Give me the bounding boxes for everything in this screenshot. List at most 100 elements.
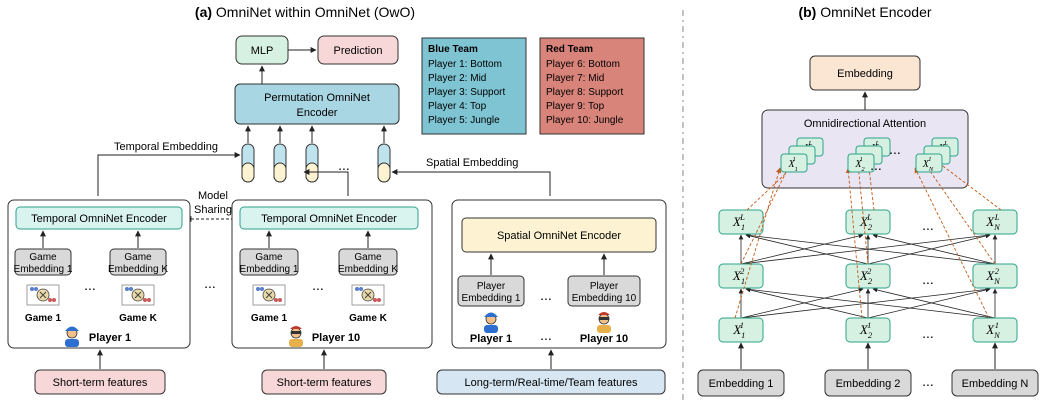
player-ellipsis: ...: [540, 327, 552, 343]
encoder-ellipsis: ...: [922, 325, 934, 341]
game-ellipsis: ...: [84, 277, 96, 293]
prediction-box: [317, 35, 399, 65]
encoder-embedding-top: [809, 55, 921, 91]
attention-arrow: [934, 159, 1002, 211]
blue-team-player: Player 5: Jungle: [428, 115, 500, 126]
game-label: Game K: [119, 313, 158, 324]
model-sharing-label: Model: [198, 190, 228, 202]
embedding-pill: [273, 125, 287, 183]
attention-arrow: [924, 163, 996, 265]
game-icon: [26, 284, 60, 306]
red-team-player: Player 7: Mid: [546, 73, 604, 84]
game-embedding-label: Game: [124, 252, 152, 263]
prediction-label: Prediction: [334, 45, 383, 57]
game-embedding-label: Game: [354, 252, 382, 263]
pill-ellipsis: ...: [338, 157, 350, 173]
long-term-features-box: [436, 369, 666, 395]
right-title: (b) OmniNet Encoder: [798, 4, 931, 20]
layer-connection: [745, 287, 869, 319]
permutation-encoder-line1: Permutation OmniNet: [264, 92, 370, 104]
game-label: Game K: [349, 313, 388, 324]
player-10-label: Player 10: [312, 332, 360, 344]
game-embedding-label: Game: [255, 252, 283, 263]
game-icon: [121, 284, 155, 306]
encoder-ellipsis: ...: [922, 217, 934, 233]
player-1-label: Player 1: [89, 332, 131, 344]
permutation-encoder-line2: Encoder: [297, 107, 338, 119]
encoder-input-label: Embedding N: [962, 378, 1029, 390]
panel-ellipsis: ...: [204, 275, 216, 291]
layer-connection: [745, 233, 996, 265]
x-node-label: XN1: [922, 156, 934, 173]
x-node-label: X21: [859, 320, 873, 340]
game-embedding-label: Embedding K: [108, 264, 168, 275]
temporal-embedding-arrow-1: [97, 152, 241, 196]
encoder-ellipsis: ...: [922, 271, 934, 287]
attention-arrow: [845, 167, 863, 319]
game-ellipsis: ...: [312, 277, 324, 293]
game-icon: [252, 284, 286, 306]
player-embedding-ellipsis: ...: [540, 287, 552, 303]
spatial-panel: Spatial OmniNet Encoder Player Embedding…: [451, 199, 667, 349]
red-team-box: Red Team Player 6: Bottom Player 7: Mid …: [539, 37, 645, 135]
temporal-encoder-label: Temporal OmniNet Encoder: [261, 213, 397, 225]
x-node-label: X21: [854, 156, 865, 173]
omnidirectional-attention-label: Omnidirectional Attention: [804, 118, 926, 130]
x-node: [718, 317, 764, 343]
temporal-embedding-arrow-2: [303, 169, 349, 196]
embedding-pill: [241, 125, 255, 183]
layer-connection: [740, 287, 864, 319]
encoder-grid: X11X21XN1X12X22XN2X1LX2LXNLX1LX11X2LX21X…: [718, 137, 1018, 369]
red-team-player: Player 10: Jungle: [546, 115, 624, 126]
encoder-input-label: Embedding 2: [836, 378, 901, 390]
player-label: Player 10: [580, 333, 628, 345]
x-node-label: XNL: [985, 212, 1001, 232]
permutation-encoder: [234, 83, 400, 125]
x-node-label: XN2: [985, 266, 1001, 286]
blue-team-player: Player 1: Bottom: [428, 59, 502, 70]
short-term-features-label: Short-term features: [277, 377, 372, 389]
x-node-label: X11: [788, 156, 798, 173]
player-embedding-label: Player: [590, 281, 619, 292]
blue-team-box: Blue Team Player 1: Bottom Player 2: Mid…: [421, 37, 527, 135]
x-node: [845, 317, 891, 343]
short-term-features-box: [261, 369, 387, 395]
mlp-label: MLP: [251, 45, 274, 57]
attention-arrow: [914, 167, 990, 319]
layer-connection: [867, 233, 991, 265]
red-team-player: Player 6: Bottom: [546, 59, 620, 70]
embedding-pill: [377, 125, 391, 183]
player-1-panel: Temporal OmniNet Encoder Game Embedding …: [7, 199, 191, 349]
player-10-panel: Temporal OmniNet Encoder Game Embedding …: [231, 199, 433, 349]
layer-connection: [745, 233, 869, 265]
red-team-player: Player 9: Top: [546, 101, 605, 112]
long-term-features-label: Long-term/Real-time/Team features: [464, 377, 638, 389]
encoder-input-n: [951, 369, 1039, 397]
encoder-ellipsis: ...: [889, 141, 901, 157]
layer-connection: [740, 287, 991, 319]
layer-connection: [740, 233, 991, 265]
game-embedding-label: Embedding 1: [240, 264, 299, 275]
spatial-embedding-label: Spatial Embedding: [426, 157, 518, 169]
attention-arrow: [734, 167, 782, 319]
blue-team-title: Blue Team: [428, 44, 478, 55]
layer-connection: [872, 233, 996, 265]
player-embedding-label: Embedding 10: [572, 293, 637, 304]
encoder-embedding-top-label: Embedding: [837, 68, 893, 80]
encoder-ellipsis: ...: [870, 157, 882, 173]
x-node-label: X12: [732, 266, 745, 286]
x-node-label: XN1: [985, 320, 1001, 340]
layer-connection: [867, 287, 991, 319]
player-embedding-label: Player: [477, 281, 506, 292]
spatial-embedding-arrow: [391, 169, 551, 196]
model-sharing-label: Sharing: [194, 204, 232, 216]
red-team-player: Player 8: Support: [546, 87, 623, 98]
attention-token: [780, 153, 808, 173]
left-title: (a) OmniNet within OmniNet (OwO): [195, 4, 415, 20]
encoder-input-label: Embedding 1: [709, 378, 774, 390]
red-team-title: Red Team: [546, 44, 593, 55]
blue-team-player: Player 4: Top: [428, 101, 487, 112]
spatial-encoder-label: Spatial OmniNet Encoder: [497, 230, 621, 242]
blue-team-player: Player 3: Support: [428, 87, 505, 98]
x-node-label: X11: [732, 320, 745, 340]
